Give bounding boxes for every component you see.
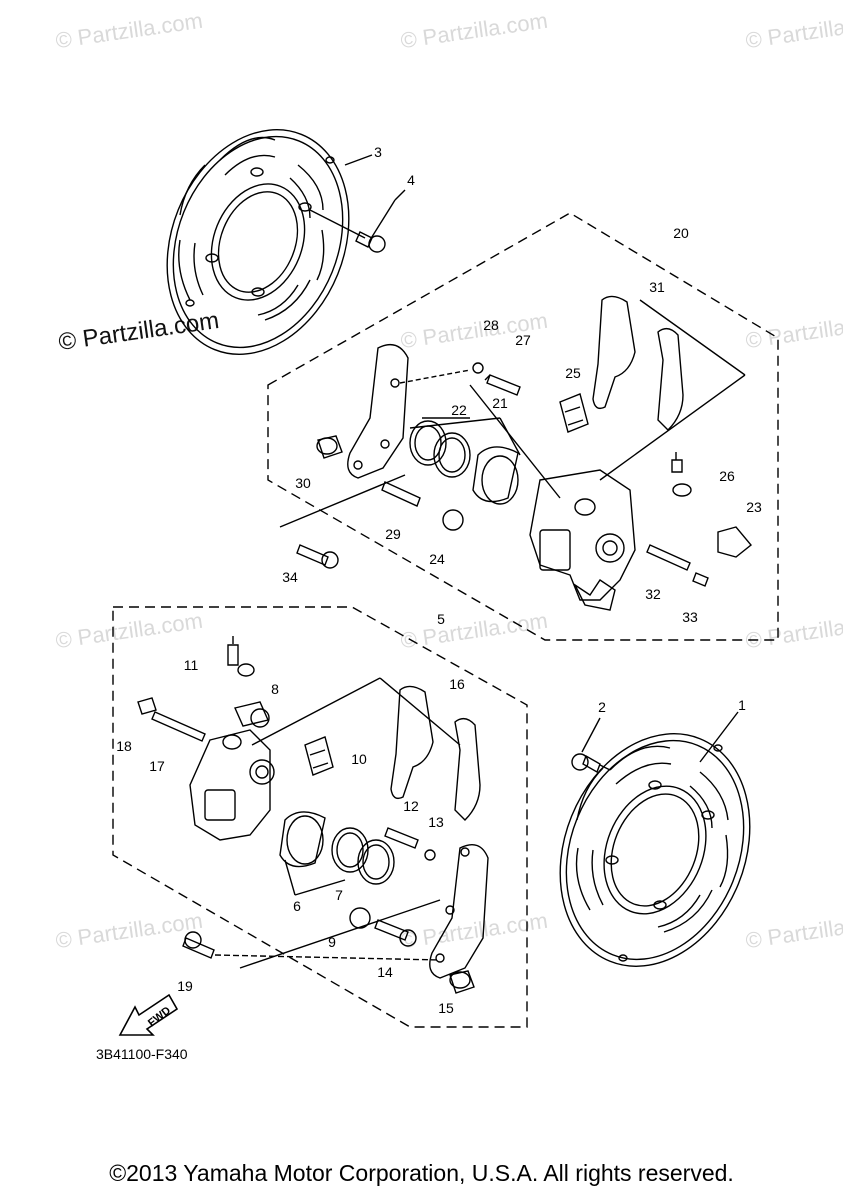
callout-11: 11 (183, 657, 199, 673)
washer-28 (472, 362, 484, 374)
callout-16: 16 (449, 676, 465, 692)
callout-26: 26 (719, 468, 735, 484)
assembly-outline-5 (112, 606, 528, 1028)
callout-24: 24 (429, 551, 445, 567)
callout-7: 7 (335, 887, 343, 903)
caliper-bracket-front (429, 844, 489, 979)
brake-disc-3 (166, 129, 350, 355)
callout-27: 27 (515, 332, 531, 348)
washer-13 (424, 849, 436, 861)
diagram-code: 3B41100-F340 (96, 1046, 188, 1062)
fwd-arrow (118, 993, 179, 1036)
plug-18 (137, 697, 157, 715)
callout-14: 14 (377, 964, 393, 980)
copyright-notice: ©2013 Yamaha Motor Corporation, U.S.A. A… (109, 1160, 734, 1186)
bolt-14 (374, 919, 409, 941)
pin-17 (151, 711, 206, 742)
callout-30: 30 (295, 475, 311, 491)
bolt-34 (296, 544, 329, 566)
caliper-bracket (347, 344, 409, 479)
brake-pad-31a (592, 295, 636, 410)
callout-2: 2 (598, 699, 606, 715)
callout-3: 3 (374, 144, 382, 160)
callout-12: 12 (403, 798, 419, 814)
callout-31: 31 (649, 279, 665, 295)
callout-13: 13 (428, 814, 444, 830)
bleeder-11 (227, 636, 239, 666)
callout-5: 5 (437, 611, 445, 627)
callout-8: 8 (271, 681, 279, 697)
callout-17: 17 (149, 758, 165, 774)
callout-22: 22 (451, 402, 467, 418)
nut-9 (349, 907, 371, 929)
callout-9: 9 (328, 934, 336, 950)
callout-29: 29 (385, 526, 401, 542)
plug-33 (692, 572, 709, 587)
callout-15: 15 (438, 1000, 454, 1016)
callout-20: 20 (673, 225, 689, 241)
callout-21: 21 (492, 395, 508, 411)
bolt-19 (182, 937, 215, 959)
brake-pad-16a (390, 685, 434, 800)
assembly-outline-20 (267, 212, 779, 641)
nut-24 (442, 509, 464, 531)
callout-23: 23 (746, 499, 762, 515)
callout-6: 6 (293, 898, 301, 914)
seal-7a (331, 827, 369, 873)
seal-7b (357, 839, 395, 885)
sleeve-30 (317, 435, 343, 459)
brake-pad-31b (657, 327, 684, 431)
callout-10: 10 (351, 751, 367, 767)
callout-34: 34 (282, 569, 298, 585)
brake-disc-1 (559, 733, 751, 967)
callout-32: 32 (645, 586, 661, 602)
seal-22b (433, 432, 471, 478)
bleeder-26 (671, 452, 683, 473)
bolt-29 (381, 481, 421, 507)
caliper-body-front (189, 729, 271, 841)
brake-pad-16b (454, 717, 481, 821)
sleeve-8 (234, 701, 269, 727)
callout-1: 1 (738, 697, 746, 713)
callout-19: 19 (177, 978, 193, 994)
bolt-4 (309, 189, 406, 253)
bolt-27 (486, 374, 521, 396)
pad-clip-25 (559, 393, 589, 433)
callout-18: 18 (116, 738, 132, 754)
piston-21 (472, 446, 519, 503)
callout-4: 4 (407, 172, 415, 188)
pad-clip-10 (304, 736, 334, 776)
callout-28: 28 (483, 317, 499, 333)
callout-25: 25 (565, 365, 581, 381)
callout-33: 33 (682, 609, 698, 625)
seal-22a (409, 420, 447, 466)
bolt-12 (384, 827, 419, 849)
bolt-2 (571, 717, 611, 774)
caliper-body-rear (529, 469, 636, 601)
cap-23 (717, 526, 752, 558)
pin-32 (646, 544, 691, 571)
